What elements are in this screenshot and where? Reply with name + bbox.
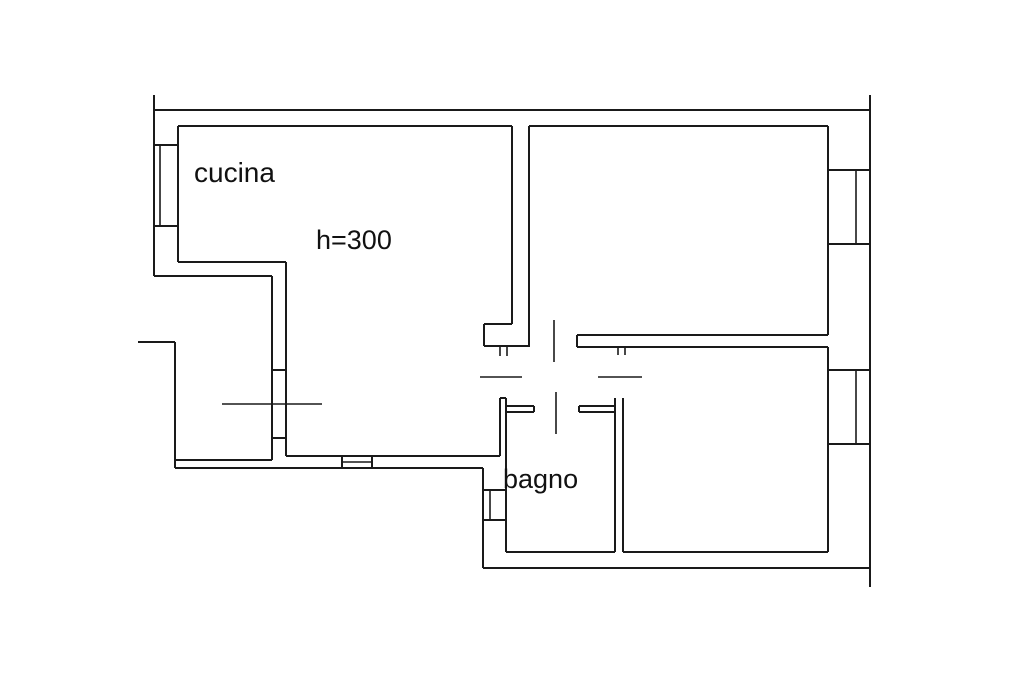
kitchen-walls xyxy=(177,125,530,457)
window-bedroom-1 xyxy=(827,169,871,245)
hallway-door-marks xyxy=(480,320,642,434)
bedroom-1-walls xyxy=(528,125,829,355)
window-left-wall xyxy=(271,369,287,439)
room-label-bagno: bagno xyxy=(503,464,578,494)
window-bathroom xyxy=(482,489,507,521)
room-label-cucina: cucina xyxy=(194,157,275,188)
ceiling-height-label: h=300 xyxy=(316,225,392,255)
bathroom-walls xyxy=(499,397,615,553)
window-kitchen-bottom xyxy=(341,455,373,469)
window-kitchen xyxy=(153,144,179,227)
window-bedroom-2 xyxy=(827,369,871,445)
